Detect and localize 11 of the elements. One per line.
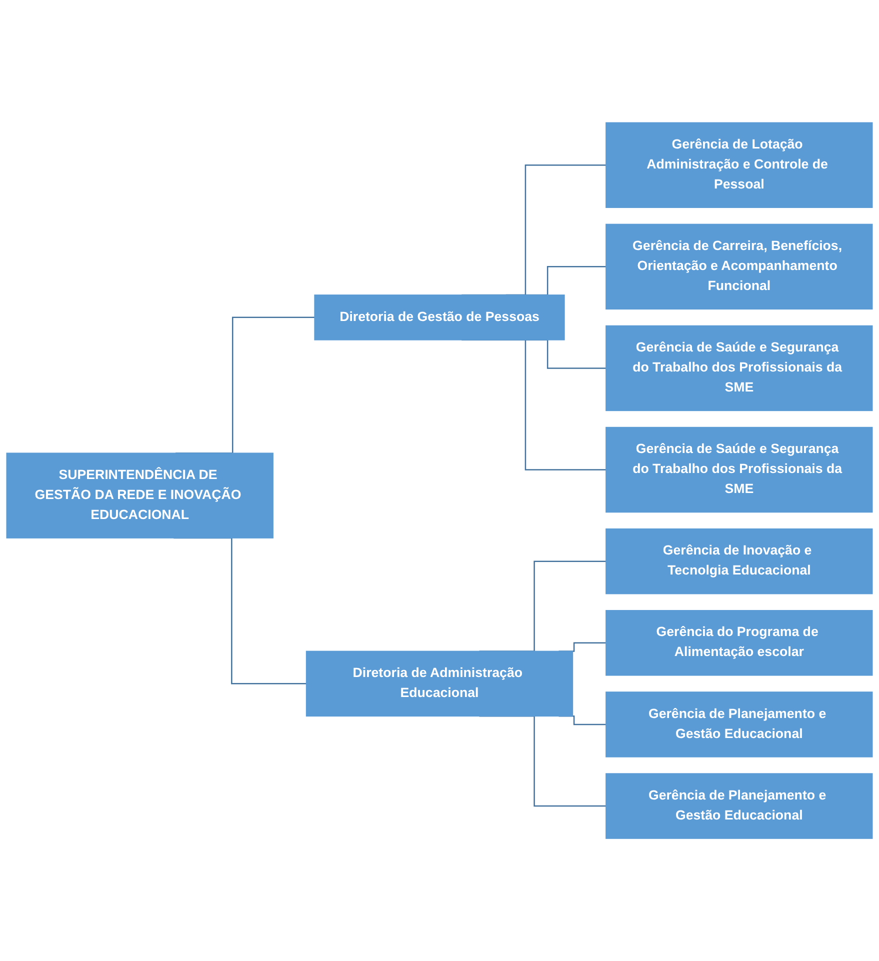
node-box: Gerência de Saúde e Segurança do Trabalho dos Profissionais da SME: [606, 426, 873, 513]
node-box: Gerência de Lotação Administração e Controle de Pessoal: [606, 122, 873, 208]
node-box: Diretoria de Gestão de Pessoas: [314, 294, 565, 340]
node-box: Diretoria de Administração Educacional: [306, 650, 574, 716]
node-box: Gerência de Carreira, Benefícios, Orientação e Acompanhamento Funcional: [606, 224, 873, 310]
node-box: Gerência de Inovação e Tecnolgia Educacional: [606, 528, 873, 594]
node-box: Gerência do Programa de Alimentação escolar: [606, 610, 873, 676]
node-box: Gerência de Planejamento e Gestão Educacional: [606, 773, 873, 839]
node-box: Gerência de Planejamento e Gestão Educacional: [606, 692, 873, 758]
node-box: Gerência de Saúde e Segurança do Trabalho dos Profissionais da SME: [606, 325, 873, 411]
node-box: SUPERINTENDÊNCIA DE GESTÃO DA REDE E INOVAÇÃO EDUCACIONAL: [6, 452, 274, 538]
